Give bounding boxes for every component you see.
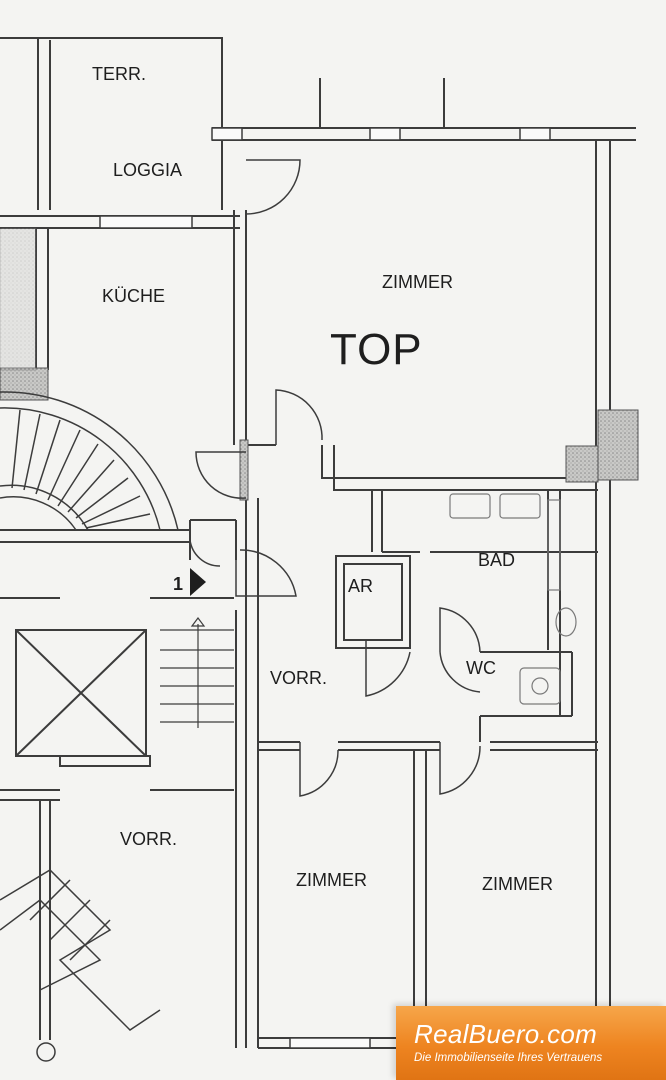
bath-fixtures	[449, 493, 577, 705]
wall-middle-divider	[413, 750, 427, 1030]
wall-right-exterior	[595, 140, 611, 1010]
wall-wc	[480, 650, 573, 717]
wall-bad-right	[547, 490, 561, 650]
logo-tagline: Die Immobilienseite Ihres Vertrauens	[414, 1052, 603, 1064]
wall-zimmer-top	[246, 444, 598, 491]
label-bad: BAD	[478, 550, 515, 570]
wall-bad	[371, 490, 598, 553]
door-zimmer-right	[439, 742, 481, 795]
door-loggia	[245, 159, 301, 215]
wall-hall-bottom	[39, 800, 51, 1040]
doors	[189, 159, 481, 797]
label-wc: WC	[466, 658, 496, 678]
wall-corridor-lower	[245, 498, 259, 1048]
label-vorr-unit: VORR.	[270, 668, 327, 688]
label-zimmer-left: ZIMMER	[296, 870, 367, 890]
label-zimmer-top: ZIMMER	[382, 272, 453, 292]
spiral-staircase	[0, 391, 179, 531]
label-loggia: LOGGIA	[113, 160, 182, 180]
door-zimmer-left	[299, 742, 339, 797]
label-unit-number: 1	[173, 574, 183, 594]
door-small-entry	[189, 539, 221, 567]
label-zimmer-right: ZIMMER	[482, 874, 553, 894]
wall-stair-lower	[0, 597, 234, 801]
angled-staircase	[0, 869, 161, 1062]
door-entrance	[235, 549, 297, 597]
wall-rooms-divider	[258, 716, 598, 751]
elevator-shaft	[15, 629, 151, 767]
wall-top-posts	[319, 78, 445, 128]
label-terrace: TERR.	[92, 64, 146, 84]
door-zimmer-top	[275, 389, 323, 445]
door-kitchen	[195, 451, 247, 499]
room-labels: TERR. LOGGIA KÜCHE ZIMMER TOP BAD AR WC …	[92, 64, 553, 894]
entrance-marker	[190, 568, 206, 596]
door-wc	[439, 607, 481, 693]
label-ar: AR	[348, 576, 373, 596]
label-vorr-stair: VORR.	[120, 829, 177, 849]
wall-top-exterior	[212, 127, 636, 141]
straight-staircase	[160, 617, 234, 728]
label-kitchen: KÜCHE	[102, 286, 165, 306]
door-ar	[365, 640, 411, 697]
label-top: TOP	[330, 325, 423, 374]
wall-kitchen	[35, 210, 247, 445]
columns	[0, 227, 639, 501]
walls	[0, 37, 636, 1049]
windows	[99, 127, 551, 1049]
logo-brand: RealBuero.com	[414, 1019, 598, 1049]
wall-stair	[0, 519, 237, 560]
wall-ar	[335, 555, 411, 649]
wall-terrace	[0, 37, 223, 210]
realbuero-logo[interactable]: RealBuero.com Die Immobilienseite Ihres …	[396, 1006, 666, 1080]
